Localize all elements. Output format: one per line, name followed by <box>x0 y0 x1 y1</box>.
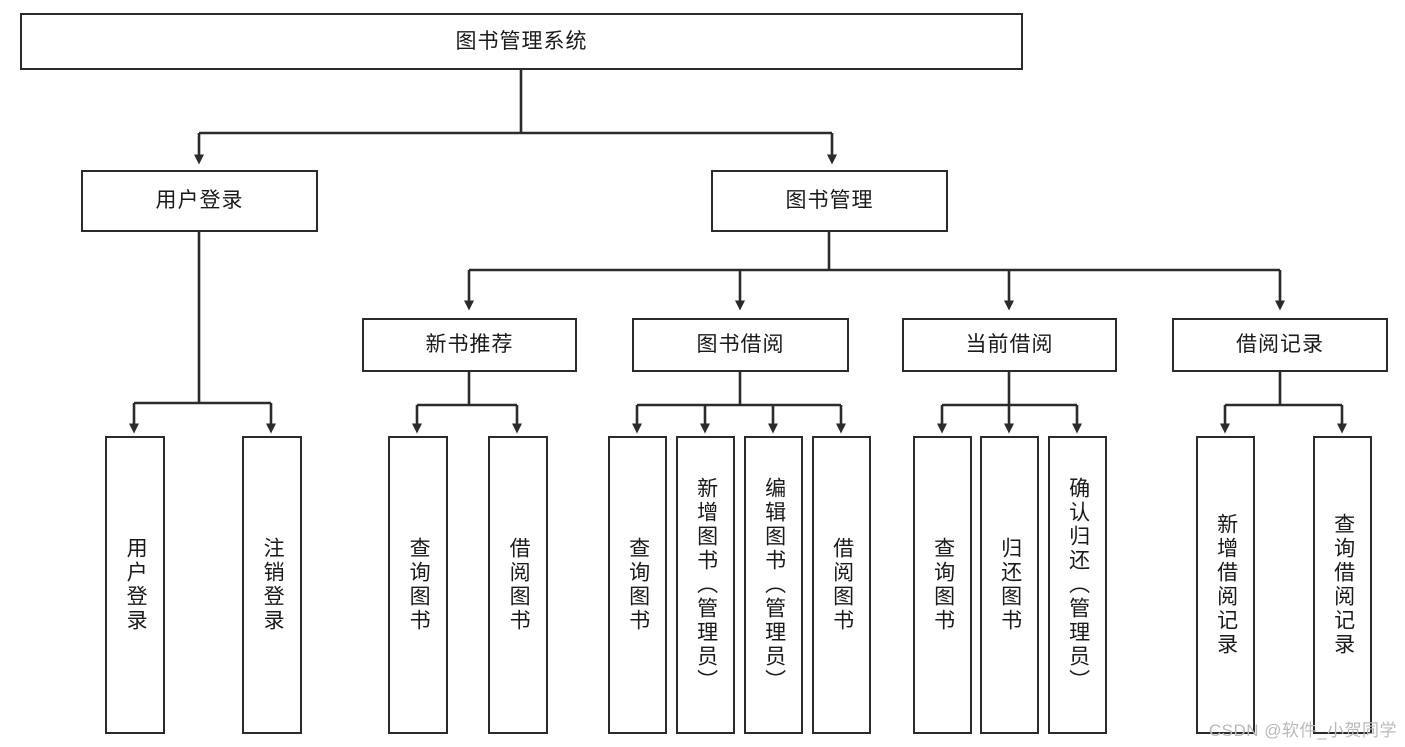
leaf-query-book-recommend[interactable]: 查询图书 <box>388 436 448 734</box>
node-label: 图书管理系统 <box>455 29 588 53</box>
leaf-edit-book-admin[interactable]: 编辑图书（管理员） <box>744 436 803 734</box>
node-label: 新增借阅记录 <box>1214 513 1238 657</box>
leaf-borrow-book-recommend[interactable]: 借阅图书 <box>488 436 548 734</box>
node-root-system[interactable]: 图书管理系统 <box>20 13 1023 70</box>
node-label: 查询借阅记录 <box>1331 513 1355 657</box>
node-label: 注销登录 <box>261 537 285 633</box>
node-label: 用户登录 <box>155 189 244 213</box>
node-current-borrow[interactable]: 当前借阅 <box>902 318 1117 372</box>
leaf-query-book-current[interactable]: 查询图书 <box>913 436 972 734</box>
leaf-confirm-return-admin[interactable]: 确认归还（管理员） <box>1048 436 1107 734</box>
leaf-add-book-admin[interactable]: 新增图书（管理员） <box>676 436 735 734</box>
leaf-logout-login[interactable]: 注销登录 <box>242 436 302 734</box>
leaf-query-borrow-record[interactable]: 查询借阅记录 <box>1313 436 1372 734</box>
node-label: 归还图书 <box>998 537 1022 633</box>
node-label: 查询图书 <box>931 537 955 633</box>
node-label: 新增图书（管理员） <box>694 477 718 693</box>
leaf-borrow-book[interactable]: 借阅图书 <box>812 436 871 734</box>
node-label: 查询图书 <box>626 537 650 633</box>
leaf-query-book-borrow[interactable]: 查询图书 <box>608 436 667 734</box>
node-label: 图书借阅 <box>696 333 785 357</box>
node-label: 借阅记录 <box>1236 333 1324 357</box>
csdn-watermark: CSDN @软件_小贺同学 <box>1208 721 1397 740</box>
leaf-add-borrow-record[interactable]: 新增借阅记录 <box>1196 436 1255 734</box>
node-label: 当前借阅 <box>965 333 1054 357</box>
node-label: 编辑图书（管理员） <box>762 477 786 693</box>
node-label: 用户登录 <box>124 537 148 633</box>
leaf-return-book[interactable]: 归还图书 <box>980 436 1039 734</box>
node-label: 查询图书 <box>407 537 431 633</box>
node-label: 确认归还（管理员） <box>1066 477 1090 693</box>
node-label: 新书推荐 <box>425 333 514 357</box>
node-user-login[interactable]: 用户登录 <box>81 170 318 232</box>
node-label: 借阅图书 <box>507 537 531 633</box>
node-book-management[interactable]: 图书管理 <box>711 170 948 232</box>
leaf-user-login[interactable]: 用户登录 <box>105 436 165 734</box>
node-label: 图书管理 <box>785 189 874 213</box>
node-label: 借阅图书 <box>830 537 854 633</box>
node-new-book-recommend[interactable]: 新书推荐 <box>362 318 577 372</box>
node-book-borrow[interactable]: 图书借阅 <box>632 318 849 372</box>
node-borrow-record[interactable]: 借阅记录 <box>1172 318 1388 372</box>
